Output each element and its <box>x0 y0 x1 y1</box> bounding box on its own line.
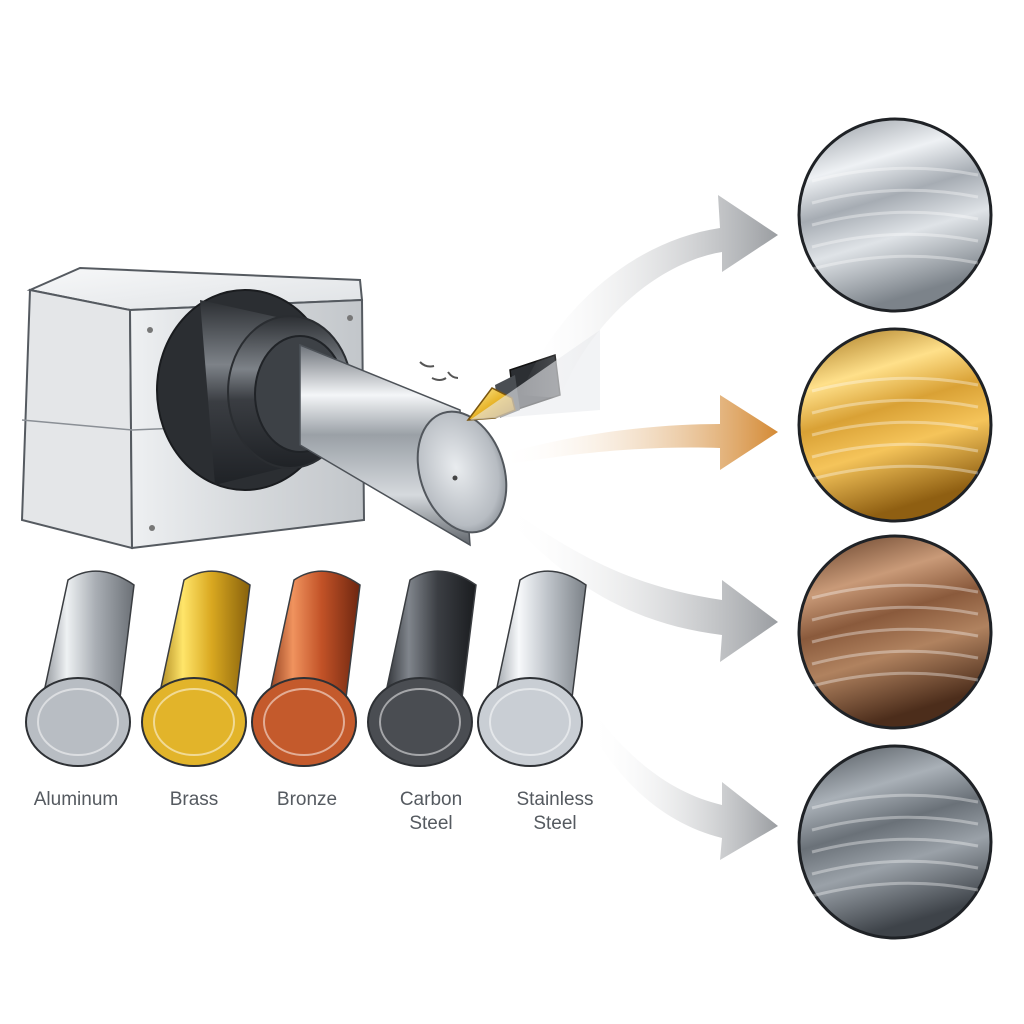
finish-streak <box>811 254 979 271</box>
label-brass: Brass <box>124 788 264 812</box>
rod-end-face <box>25 677 131 767</box>
finish-streak <box>811 793 979 810</box>
rod-end-face <box>251 677 357 767</box>
finish-swatches <box>797 117 993 940</box>
rod-end-face <box>141 677 247 767</box>
label-bronze: Bronze <box>237 788 377 812</box>
headstock-left-face <box>20 288 134 550</box>
label-line: Stainless <box>516 789 594 810</box>
finish-streak <box>811 464 979 481</box>
rod-end-face <box>367 677 473 767</box>
rod-brass <box>141 570 251 767</box>
finish-streak <box>811 210 979 227</box>
finish-streak <box>811 649 979 666</box>
rod-end-face <box>477 677 583 767</box>
arrow-to-aluminum-finish <box>520 195 778 398</box>
finish-streak <box>811 605 979 622</box>
finish-arrows <box>500 195 778 860</box>
finish-streak <box>811 881 979 898</box>
steel-finish-swatch <box>797 744 993 940</box>
finish-streak <box>811 398 979 415</box>
arrow-to-steel-finish <box>590 720 778 860</box>
workpiece-shaft <box>299 343 508 547</box>
coolant-spray <box>419 361 459 381</box>
brass-finish-swatch <box>797 327 993 523</box>
rod-carbon-steel <box>367 570 477 767</box>
rod-end-rim <box>263 688 345 756</box>
label-line: Aluminum <box>33 789 119 810</box>
finish-streak <box>811 671 979 688</box>
rod-end-rim <box>153 688 235 756</box>
rod-bronze <box>251 570 361 767</box>
finish-streak <box>811 859 979 876</box>
headstock-bolt <box>347 315 353 321</box>
finish-streak <box>811 232 979 249</box>
label-line: Carbon <box>399 789 463 810</box>
label-line: Bronze <box>276 789 338 810</box>
arrow-to-brass-finish <box>500 395 778 470</box>
finish-streak <box>811 442 979 459</box>
label-aluminum: Aluminum <box>6 788 146 812</box>
rod-end-rim <box>37 688 119 756</box>
center-point <box>452 475 458 481</box>
finish-streak <box>811 815 979 832</box>
bronze-finish-swatch <box>797 534 993 730</box>
finish-streak <box>811 627 979 644</box>
finish-streak <box>811 583 979 600</box>
finish-streak <box>811 188 979 205</box>
finish-streak <box>811 166 979 183</box>
arrow-to-bronze-finish <box>505 505 778 662</box>
finish-streak <box>811 837 979 854</box>
rod-end-rim <box>489 688 571 756</box>
rod-stainless-steel <box>477 570 587 767</box>
label-line: Steel <box>409 813 453 834</box>
rod-end-rim <box>379 688 461 756</box>
finish-streak <box>811 420 979 437</box>
aluminum-finish-swatch <box>797 117 993 313</box>
label-line: Steel <box>533 813 577 834</box>
headstock-seam <box>21 419 133 431</box>
label-line: Brass <box>169 789 219 810</box>
headstock-bolt <box>147 327 153 333</box>
shaft-end-face <box>416 410 508 534</box>
material-rods <box>25 570 587 767</box>
rod-aluminum <box>25 570 135 767</box>
finish-streak <box>811 376 979 393</box>
headstock-bolt <box>149 525 155 531</box>
